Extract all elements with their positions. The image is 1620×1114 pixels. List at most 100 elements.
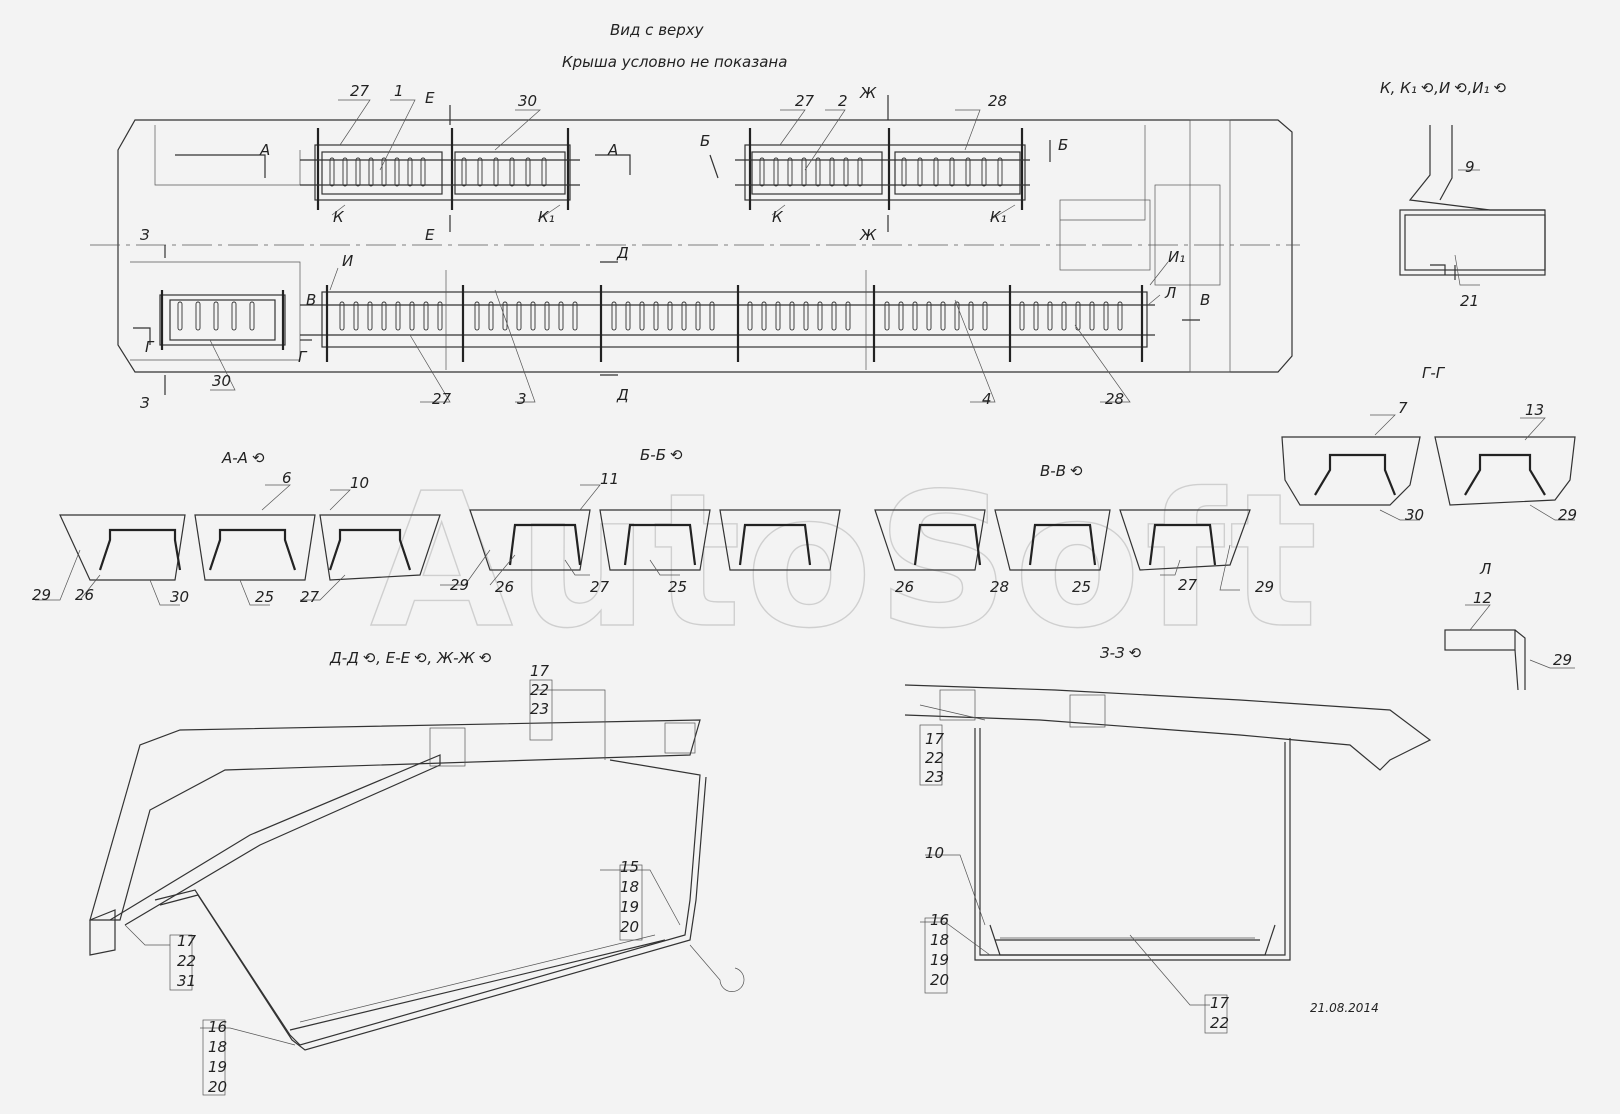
- dd-label-15b: 15: [620, 858, 639, 876]
- plan-label-K2b: К₁: [990, 208, 1007, 226]
- section-bb: Б-Б ⟲ 11 29 26 27 25: [440, 446, 841, 596]
- rack-slot: [420, 157, 426, 187]
- rack-slots: [177, 157, 1123, 331]
- section-dd: Д-Д ⟲, Е-Е ⟲, Ж-Ж ⟲ 17 22 23 15 18 19 20…: [89, 649, 745, 1096]
- rack-slot: [681, 301, 687, 331]
- section-aa: А-А ⟲ 6 10 29 26 30 25 27: [32, 449, 441, 606]
- bb-label-29: 29: [450, 576, 469, 594]
- rack-slot: [761, 301, 767, 331]
- rack-slot: [803, 301, 809, 331]
- plan-label-D2: Д: [616, 386, 629, 404]
- rack-slot: [747, 301, 753, 331]
- rack-slot: [1103, 301, 1109, 331]
- rack-slot: [368, 157, 374, 187]
- rack-slot: [639, 301, 645, 331]
- plan-label-27b: 27: [795, 92, 815, 110]
- rack-slot: [367, 301, 373, 331]
- plan-label-27a: 27: [350, 82, 370, 100]
- rack-slot: [342, 157, 348, 187]
- rack-slot: [611, 301, 617, 331]
- rack-long: [300, 270, 1155, 370]
- rack-slot: [394, 157, 400, 187]
- rack-slot: [775, 301, 781, 331]
- rack-slot: [898, 301, 904, 331]
- rack-slot: [843, 157, 849, 187]
- plan-label-28b: 28: [1105, 390, 1124, 408]
- rack-slot: [653, 301, 659, 331]
- section-vv-title: В-В ⟲: [1040, 462, 1083, 480]
- rack-slot: [981, 157, 987, 187]
- zz-label-18b: 18: [930, 931, 949, 949]
- plan-label-K2: К: [772, 208, 784, 226]
- gg-label-30: 30: [1405, 506, 1424, 524]
- rack-slot: [381, 157, 387, 187]
- plan-label-V1: В: [306, 291, 316, 309]
- aa-label-10: 10: [350, 474, 369, 492]
- rack-slot: [625, 301, 631, 331]
- rack-slot: [926, 301, 932, 331]
- dd-label-18d: 18: [208, 1038, 227, 1056]
- section-l-title: Л: [1479, 560, 1491, 578]
- rack-slot: [423, 301, 429, 331]
- plan-label-K1: К: [333, 208, 345, 226]
- section-gg: Г-Г 7 13 30 29: [1281, 364, 1577, 524]
- rack-slot: [917, 157, 923, 187]
- bb-label-27: 27: [590, 578, 610, 596]
- section-kk: К, К₁ ⟲,И ⟲,И₁ ⟲ 9 21: [1380, 79, 1546, 310]
- rack-slot: [1075, 301, 1081, 331]
- zz-label-22c: 22: [1210, 1014, 1229, 1032]
- rack-slot: [558, 301, 564, 331]
- rack-slot: [1047, 301, 1053, 331]
- kk-label-9: 9: [1465, 158, 1475, 176]
- section-zz: З-З ⟲ 17 22 23 10 16 18 19 20 17 22: [904, 644, 1432, 1034]
- zz-label-23a: 23: [925, 768, 944, 786]
- vv-label-25: 25: [1072, 578, 1091, 596]
- rack-slot: [817, 301, 823, 331]
- rack-slot: [857, 157, 863, 187]
- gg-label-29: 29: [1558, 506, 1577, 524]
- rack-slot: [381, 301, 387, 331]
- l-label-29: 29: [1553, 651, 1572, 669]
- l-label-12: 12: [1473, 589, 1492, 607]
- rack-slot: [1117, 301, 1123, 331]
- rack-slot: [502, 301, 508, 331]
- rack-slot: [231, 301, 237, 331]
- bb-label-26: 26: [495, 578, 514, 596]
- plan-label-B1: Б: [700, 132, 710, 150]
- zz-label-17a: 17: [925, 730, 945, 748]
- rack-slot: [353, 301, 359, 331]
- plan-label-2: 2: [838, 92, 848, 110]
- roof-note: Крыша условно не показана: [562, 53, 787, 71]
- rack-slot: [530, 301, 536, 331]
- dd-label-19d: 19: [208, 1058, 227, 1076]
- aa-label-26: 26: [75, 586, 94, 604]
- vv-label-27: 27: [1178, 576, 1198, 594]
- rack-slot: [954, 301, 960, 331]
- section-bb-title: Б-Б ⟲: [640, 446, 683, 464]
- aa-label-29: 29: [32, 586, 51, 604]
- rack-2: [735, 128, 1030, 210]
- section-l: Л 12 29: [1444, 560, 1575, 691]
- rack-slot: [572, 301, 578, 331]
- dd-label-22a: 22: [530, 681, 549, 699]
- bb-label-11: 11: [600, 470, 619, 488]
- drawing-date: 21.08.2014: [1310, 1001, 1379, 1015]
- rack-small: [159, 290, 286, 350]
- aa-label-30: 30: [170, 588, 189, 606]
- aa-label-6: 6: [282, 469, 292, 487]
- rack-slot: [982, 301, 988, 331]
- aa-label-25: 25: [255, 588, 274, 606]
- plan-label-K1b: К₁: [538, 208, 555, 226]
- rack-slot: [901, 157, 907, 187]
- rack-slot: [437, 301, 443, 331]
- rack-slot: [787, 157, 793, 187]
- rack-slot: [829, 157, 835, 187]
- aa-label-27: 27: [300, 588, 320, 606]
- rack-slot: [912, 301, 918, 331]
- dd-label-23a: 23: [530, 700, 549, 718]
- section-kk-title: К, К₁ ⟲,И ⟲,И₁ ⟲: [1380, 79, 1507, 97]
- bb-label-25: 25: [668, 578, 687, 596]
- rack-slot: [509, 157, 515, 187]
- plan-label-4: 4: [982, 390, 992, 408]
